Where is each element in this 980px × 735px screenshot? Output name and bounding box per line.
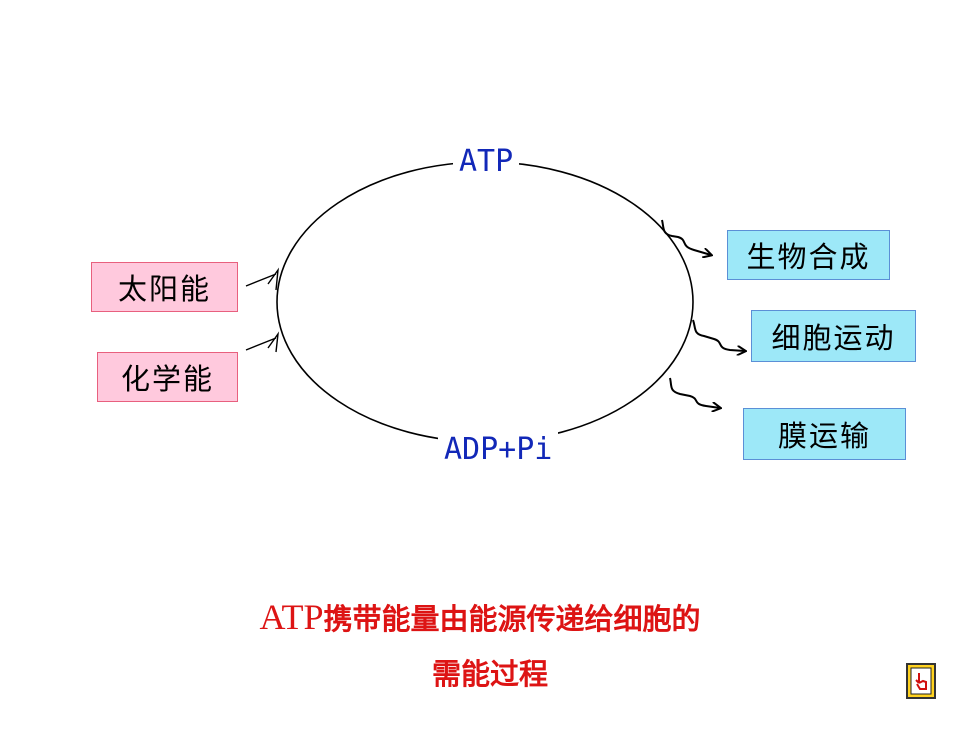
caption-line-1: ATP携带能量由能源传递给细胞的 [0,596,970,638]
hand-pointer-icon [910,667,932,695]
chemical-energy-box: 化学能 [97,352,238,402]
caption-line-2-text: 需能过程 [431,657,548,691]
caption-atp: ATP [259,597,324,637]
solar-energy-label: 太阳能 [117,272,211,306]
biosynthesis-label: 生物合成 [746,240,871,274]
nav-button[interactable] [906,663,936,699]
input-arrow-chemical [245,331,279,353]
cell-motility-box: 细胞运动 [751,310,916,362]
atp-label: ATP [453,144,520,180]
caption-line-2: 需能过程 [0,651,980,693]
membrane-transport-label: 膜运输 [777,419,871,453]
input-arrow-solar [245,267,279,291]
membrane-transport-box: 膜运输 [743,408,906,460]
output-arrow-membrane-transport [669,377,720,408]
output-arrow-cell-motility [692,319,745,351]
cycle-ellipse [276,161,694,443]
cell-motility-label: 细胞运动 [771,321,896,355]
biosynthesis-box: 生物合成 [727,230,890,280]
solar-energy-box: 太阳能 [91,262,238,312]
output-arrow-biosynthesis [661,219,711,255]
chemical-energy-label: 化学能 [120,362,214,396]
caption-text: 携带能量由能源传递给细胞的 [323,602,701,636]
adp-pi-label: ADP+Pi [438,432,559,468]
